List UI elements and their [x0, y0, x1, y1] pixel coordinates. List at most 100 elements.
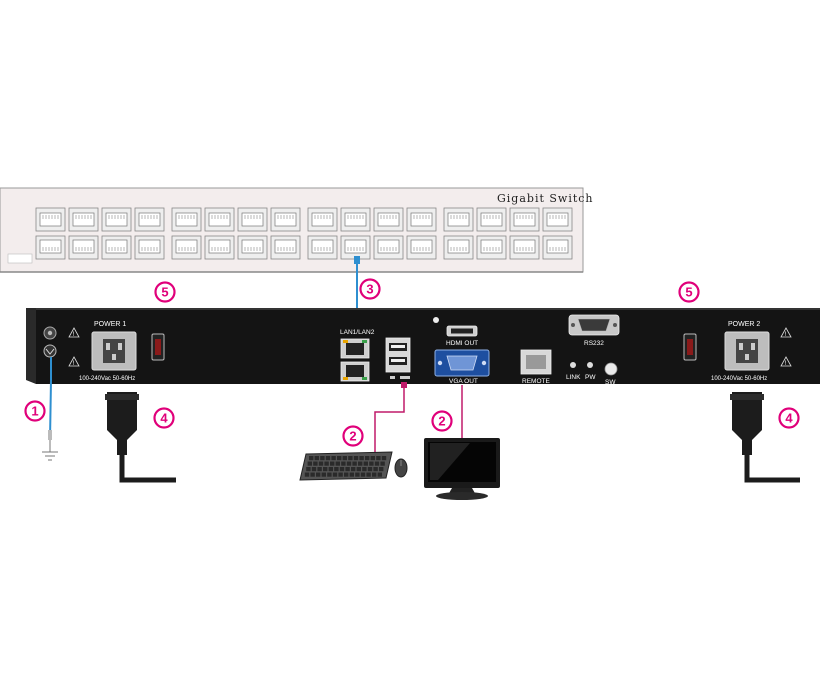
svg-text:5: 5: [685, 285, 692, 300]
keyboard-key: [355, 472, 360, 477]
warning-icon: !: [68, 356, 80, 367]
switch-port: [443, 207, 474, 232]
keyboard-key: [370, 456, 375, 461]
monitor: [424, 438, 500, 500]
remote-port[interactable]: [520, 349, 552, 375]
warning-icon: !: [68, 327, 80, 338]
callout-badges: 1 2 2 3 4 4 5 5: [24, 278, 800, 447]
keyboard-key: [349, 472, 354, 477]
vga-port[interactable]: [434, 349, 490, 377]
keyboard-key: [323, 467, 328, 472]
power2-inlet: [724, 331, 770, 371]
keyboard-key: [321, 472, 326, 477]
power2-rating: 100-240Vac 50-60Hz: [711, 376, 767, 382]
svg-text:5: 5: [161, 285, 168, 300]
power1-label: POWER 1: [94, 321, 126, 328]
switch-port: [542, 207, 573, 232]
lan2-port[interactable]: [340, 361, 370, 382]
switch-port: [406, 207, 437, 232]
callout-4-right: 4: [778, 407, 800, 429]
switch-port: [373, 235, 404, 260]
keyboard-key: [362, 467, 367, 472]
switch-port: [509, 207, 540, 232]
sw-button[interactable]: [604, 362, 618, 376]
switch-port: [134, 207, 165, 232]
svg-text:2: 2: [349, 429, 356, 444]
usb-ports[interactable]: [385, 337, 411, 379]
keyboard-key: [344, 472, 349, 477]
sw-label: SW: [605, 379, 616, 386]
switch-port: [340, 207, 371, 232]
keyboard-key: [320, 456, 325, 461]
lan1-port[interactable]: [340, 338, 370, 359]
keyboard-key: [318, 461, 324, 466]
keyboard-key: [381, 456, 387, 461]
usb-cable: [374, 385, 405, 452]
switch-port: [204, 207, 235, 232]
switch-port: [443, 235, 474, 260]
keyboard-key: [379, 467, 384, 472]
switch-port: [307, 235, 338, 260]
keyboard-key: [346, 461, 352, 466]
hdmi-port[interactable]: [446, 325, 478, 337]
switch-port-grid: [35, 207, 573, 260]
keyboard-key: [377, 472, 382, 477]
callout-2-vga: 2: [431, 410, 453, 432]
switch-port: [542, 235, 573, 260]
keyboard-key: [337, 456, 342, 461]
switch-port: [509, 235, 540, 260]
keyboard-key: [331, 456, 336, 461]
keyboard-key: [358, 461, 363, 466]
switch-port: [237, 207, 268, 232]
switch-port: [35, 207, 66, 232]
keyboard-key: [325, 456, 331, 461]
keyboard-key: [332, 472, 338, 477]
pw-led: [587, 362, 593, 368]
svg-text:!: !: [785, 361, 787, 367]
keyboard-key: [380, 461, 385, 466]
svg-text:3: 3: [366, 282, 373, 297]
link-label: LINK: [566, 374, 581, 381]
keyboard-key: [376, 456, 381, 461]
switch-port: [476, 207, 507, 232]
svg-text:2: 2: [438, 414, 445, 429]
rs232-port[interactable]: [568, 314, 620, 336]
keyboard-key: [341, 461, 346, 466]
switch-port: [171, 207, 202, 232]
callout-5-left: 5: [154, 281, 176, 303]
keyboard-key: [306, 467, 311, 472]
keyboard-key: [342, 456, 347, 461]
keyboard-key: [334, 467, 339, 472]
switch-port: [101, 235, 132, 260]
svg-text:1: 1: [31, 404, 38, 419]
switch-port: [134, 235, 165, 260]
power2-switch[interactable]: [683, 333, 697, 361]
callout-3: 3: [359, 278, 381, 300]
keyboard-key: [327, 472, 332, 477]
keyboard-key: [310, 472, 315, 477]
callout-1: 1: [24, 400, 46, 422]
keyboard-key: [313, 461, 318, 466]
svg-text:!: !: [73, 361, 75, 367]
keyboard-key: [345, 467, 350, 472]
keyboard-key: [335, 461, 340, 466]
rs232-label: RS232: [584, 340, 604, 347]
power1-rating: 100-240Vac 50-60Hz: [79, 376, 135, 382]
svg-text:!: !: [785, 332, 787, 338]
svg-text:4: 4: [160, 411, 168, 426]
warning-icon: !: [780, 327, 792, 338]
switch-port: [171, 235, 202, 260]
callout-2-usb: 2: [342, 425, 364, 447]
switch-label-plate: [7, 253, 33, 264]
keyboard-key: [373, 467, 378, 472]
power1-switch[interactable]: [151, 333, 165, 361]
keyboard-key: [316, 472, 321, 477]
keyboard-key: [369, 461, 374, 466]
power-cord-left: [105, 392, 176, 483]
switch-port: [68, 207, 99, 232]
switch-port: [237, 235, 268, 260]
keyboard-key: [328, 467, 333, 472]
switch-port: [270, 207, 301, 232]
keyboard-key: [359, 456, 364, 461]
